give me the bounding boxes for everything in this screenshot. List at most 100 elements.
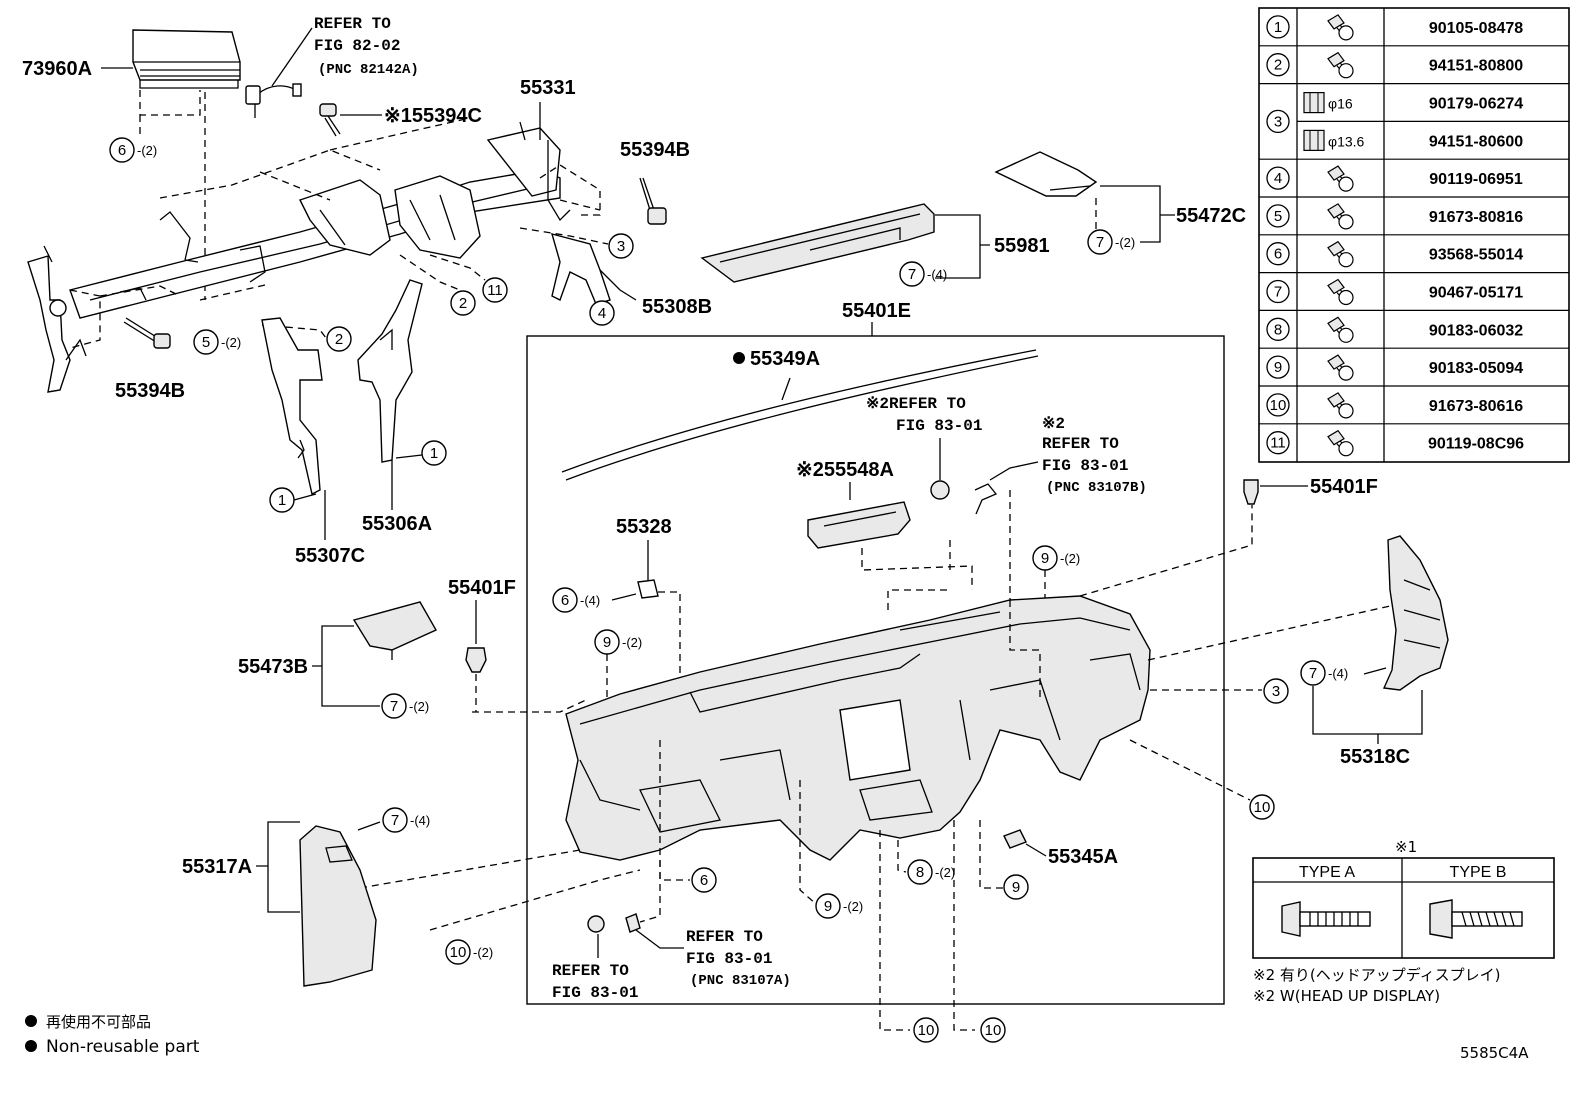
note-hud-en: ※2 W(HEAD UP DISPLAY) [1253, 987, 1440, 1005]
callout-3-right: 3 [1263, 678, 1289, 704]
svg-text:-(4): -(4) [1328, 666, 1348, 681]
brace-55306A [357, 279, 423, 463]
label-55394C: ※155394C [384, 105, 482, 127]
table-row-number-circle [1266, 109, 1290, 134]
callout-4: 4 [589, 300, 615, 326]
label-55401F-right: 55401F [1310, 476, 1378, 498]
legend-jp: 再使用不可部品 [46, 1013, 151, 1031]
left-bracket [27, 245, 87, 393]
ref-fig83-c-line2: FIG 83-01 [686, 950, 772, 968]
bolt-55394C [319, 103, 341, 137]
callout-7-55473B: 7 -(2) [381, 693, 429, 719]
svg-text:11: 11 [487, 282, 503, 299]
table-row-number: 6 [1274, 246, 1282, 263]
side-trim-55318C [1382, 535, 1449, 691]
svg-text:7: 7 [390, 698, 398, 715]
table-row-number-circle [1266, 242, 1290, 266]
ref-fig83-a-line1: ※2REFER TO [866, 395, 966, 413]
bolt-55394B-top [639, 177, 667, 225]
label-73960A: 73960A [22, 58, 92, 80]
fastener-part-number: 91673-80816 [1429, 209, 1523, 226]
ref-fig83-b-line0: ※2 [1042, 415, 1065, 433]
callout-2-b: 2 [326, 326, 352, 352]
svg-text:3: 3 [1272, 683, 1280, 700]
fastener-icon [1327, 278, 1354, 306]
callout-9-right: 9 -(2) [1032, 545, 1080, 571]
svg-text:2: 2 [459, 295, 467, 312]
cover-55472C [994, 151, 1098, 197]
svg-text:6: 6 [118, 142, 126, 159]
bolt-type-b [1429, 899, 1523, 939]
callout-6-mid: 6 -(4) [552, 587, 600, 613]
fastener-part-number: 94151-80600 [1429, 133, 1523, 150]
ref-fig83-b-line1: REFER TO [1042, 435, 1119, 453]
svg-text:10: 10 [918, 1022, 935, 1039]
svg-text:-(4): -(4) [580, 593, 600, 608]
svg-text:10: 10 [1254, 799, 1271, 816]
fastener-icon [1327, 429, 1354, 457]
svg-text:7: 7 [391, 812, 399, 829]
svg-text:4: 4 [598, 305, 606, 322]
label-55306A: 55306A [362, 513, 432, 535]
fastener-icon: φ16 [1303, 91, 1353, 114]
svg-text:-(2): -(2) [935, 865, 955, 880]
svg-text:10: 10 [985, 1022, 1002, 1039]
label-55317A: 55317A [182, 856, 252, 878]
svg-text:-(2): -(2) [221, 335, 241, 350]
ref-fig83-a-line2: FIG 83-01 [896, 417, 982, 435]
fastener-part-number: 90183-06032 [1429, 322, 1523, 339]
fastener-part-number: 93568-55014 [1429, 247, 1523, 264]
ref-fig83-b-line3: (PNC 83107B) [1046, 480, 1147, 496]
table-row-number: 8 [1274, 321, 1282, 338]
svg-text:3: 3 [617, 238, 625, 255]
callout-2-a: 2 [450, 290, 476, 316]
callout-10-bottom-1: 10 [913, 1017, 939, 1043]
callout-9-left: 9 -(2) [594, 629, 642, 655]
svg-text:-(2): -(2) [1115, 235, 1135, 250]
panel-55981 [700, 203, 935, 283]
callout-3-top: 3 [608, 233, 634, 259]
svg-text:-(4): -(4) [927, 267, 947, 282]
table-row-number: 9 [1274, 359, 1282, 376]
module-73960A [132, 29, 241, 89]
svg-text:-(2): -(2) [843, 899, 863, 914]
table-row-number-circle [1266, 279, 1290, 304]
label-55981: 55981 [994, 235, 1050, 257]
svg-text:-(2): -(2) [409, 699, 429, 714]
callout-10-right: 10 [1249, 794, 1275, 820]
svg-text:1: 1 [278, 492, 286, 509]
table-row-number: 1 [1274, 19, 1282, 36]
svg-text:9: 9 [1041, 550, 1049, 567]
hud-panel-55548A [807, 501, 911, 549]
fastener-part-number: 90119-08C96 [1428, 436, 1524, 453]
fastener-part-number: 90105-08478 [1429, 20, 1523, 37]
table-row-number-circle [1266, 355, 1290, 379]
panel-55473B [352, 601, 437, 660]
instrument-panel-55401E [565, 595, 1151, 861]
callout-7-55472C: 7 -(2) [1087, 229, 1135, 255]
callout-9-bottom-right: 9 [1003, 874, 1029, 900]
table-row-number-circle [1266, 204, 1290, 228]
svg-text:-(4): -(4) [410, 813, 430, 828]
label-55349A: 55349A [750, 348, 820, 370]
callout-11-a: 11 [482, 277, 508, 303]
note-hud-jp: ※2 有り(ヘッドアップディスプレイ) [1253, 966, 1501, 984]
label-55394B-left: 55394B [115, 380, 185, 402]
ref-fig83-c-line3: (PNC 83107A) [690, 973, 791, 989]
table-row-number-circle [1266, 15, 1290, 39]
table-row-number-circle [1266, 53, 1290, 77]
svg-text:9: 9 [603, 634, 611, 651]
table-row-number-circle [1266, 166, 1290, 190]
fastener-part-number: 90119-06951 [1429, 171, 1523, 188]
svg-text:7: 7 [1309, 665, 1317, 682]
callout-7-55981: 7 -(4) [899, 261, 947, 287]
table-row-number: 2 [1274, 57, 1282, 74]
fastener-icon [1327, 240, 1354, 268]
label-55328: 55328 [616, 516, 672, 538]
fastener-icon [1327, 203, 1354, 230]
diagram-code: 5585C4A [1460, 1044, 1529, 1062]
svg-text:1: 1 [430, 445, 438, 462]
table-row-number-circle [1266, 431, 1290, 455]
ref-fig82-line2: FIG 82-02 [314, 37, 400, 55]
